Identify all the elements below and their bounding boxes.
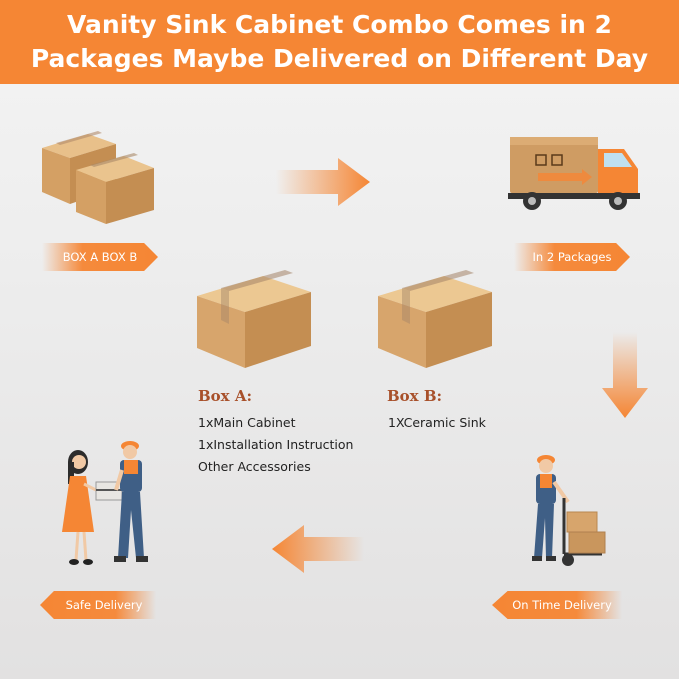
- arrow-down-icon: [602, 332, 648, 418]
- delivery-man-hand-truck-icon: [532, 455, 606, 566]
- title-banner: Vanity Sink Cabinet Combo Comes in 2 Pac…: [0, 0, 679, 84]
- box-a-icon: [197, 270, 311, 368]
- step-safe-text: Safe Delivery: [65, 598, 143, 612]
- step-packages-label: In 2 Packages: [514, 243, 630, 271]
- two-boxes-icon: [42, 131, 154, 224]
- step-boxes-label: BOX A BOX B: [42, 243, 158, 271]
- box-a-heading: Box A:: [198, 387, 253, 405]
- box-a-item-2: 1xInstallation Instruction: [198, 437, 354, 452]
- delivery-truck-icon: [508, 137, 640, 210]
- step-packages-text: In 2 Packages: [532, 250, 612, 264]
- box-a-item-1: 1xMain Cabinet: [198, 415, 296, 430]
- box-b-heading: Box B:: [387, 387, 443, 405]
- step-on-time-label: On Time Delivery: [492, 591, 622, 619]
- box-b-item-1: 1XCeramic Sink: [388, 415, 486, 430]
- handover-delivery-icon: [62, 441, 148, 565]
- arrow-left-icon: [272, 525, 364, 573]
- step-boxes-text: BOX A BOX B: [62, 250, 138, 264]
- step-on-time-text: On Time Delivery: [512, 598, 612, 612]
- arrow-right-icon: [276, 158, 370, 206]
- box-a-item-3: Other Accessories: [198, 459, 311, 474]
- step-safe-label: Safe Delivery: [40, 591, 156, 619]
- banner-title-line-2: Packages Maybe Delivered on Different Da…: [30, 44, 649, 73]
- box-b-icon: [378, 270, 492, 368]
- banner-title-line-1: Vanity Sink Cabinet Combo Comes in 2: [67, 10, 612, 39]
